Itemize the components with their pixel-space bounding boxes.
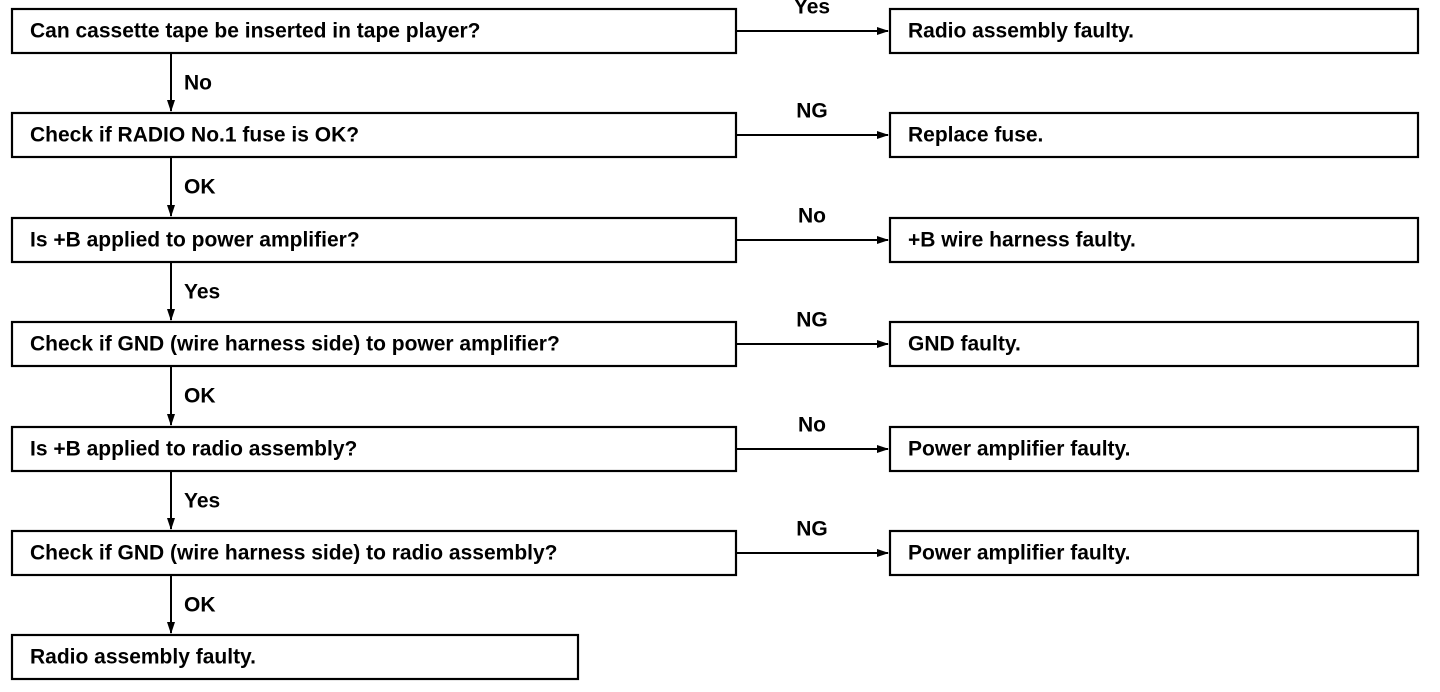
result-text-2: Replace fuse.	[908, 124, 1043, 147]
branch-label-4: NG	[796, 309, 828, 332]
next-label-6: OK	[184, 594, 216, 617]
question-box-2	[10, 111, 738, 159]
question-text-6: Check if GND (wire harness side) to radi…	[30, 542, 558, 565]
next-label-3: Yes	[184, 281, 220, 304]
branch-label-6: NG	[796, 518, 828, 541]
branch-label-1: Yes	[794, 0, 830, 19]
result-box-4	[888, 320, 1420, 368]
result-box-3	[888, 216, 1420, 264]
next-label-2: OK	[184, 176, 216, 199]
result-text-3: +B wire harness faulty.	[908, 229, 1136, 252]
question-text-2: Check if RADIO No.1 fuse is OK?	[30, 124, 359, 147]
result-text-1: Radio assembly faulty.	[908, 20, 1134, 43]
result-box-6	[888, 529, 1420, 577]
question-text-1: Can cassette tape be inserted in tape pl…	[30, 20, 481, 43]
next-label-4: OK	[184, 385, 216, 408]
result-text-6: Power amplifier faulty.	[908, 542, 1131, 565]
question-box-1	[10, 7, 738, 55]
final-result-box	[10, 633, 580, 681]
question-box-4	[10, 320, 738, 368]
question-text-4: Check if GND (wire harness side) to powe…	[30, 333, 560, 356]
final-result-text: Radio assembly faulty.	[30, 646, 256, 669]
question-box-5	[10, 425, 738, 473]
next-label-1: No	[184, 72, 212, 95]
result-text-5: Power amplifier faulty.	[908, 438, 1131, 461]
branch-label-2: NG	[796, 100, 828, 123]
result-box-1	[888, 7, 1420, 55]
question-text-5: Is +B applied to radio assembly?	[30, 438, 357, 461]
result-box-2	[888, 111, 1420, 159]
branch-label-5: No	[798, 414, 826, 437]
question-text-3: Is +B applied to power amplifier?	[30, 229, 360, 252]
result-box-5	[888, 425, 1420, 473]
next-label-5: Yes	[184, 490, 220, 513]
result-text-4: GND faulty.	[908, 333, 1021, 356]
branch-label-3: No	[798, 205, 826, 228]
question-box-6	[10, 529, 738, 577]
